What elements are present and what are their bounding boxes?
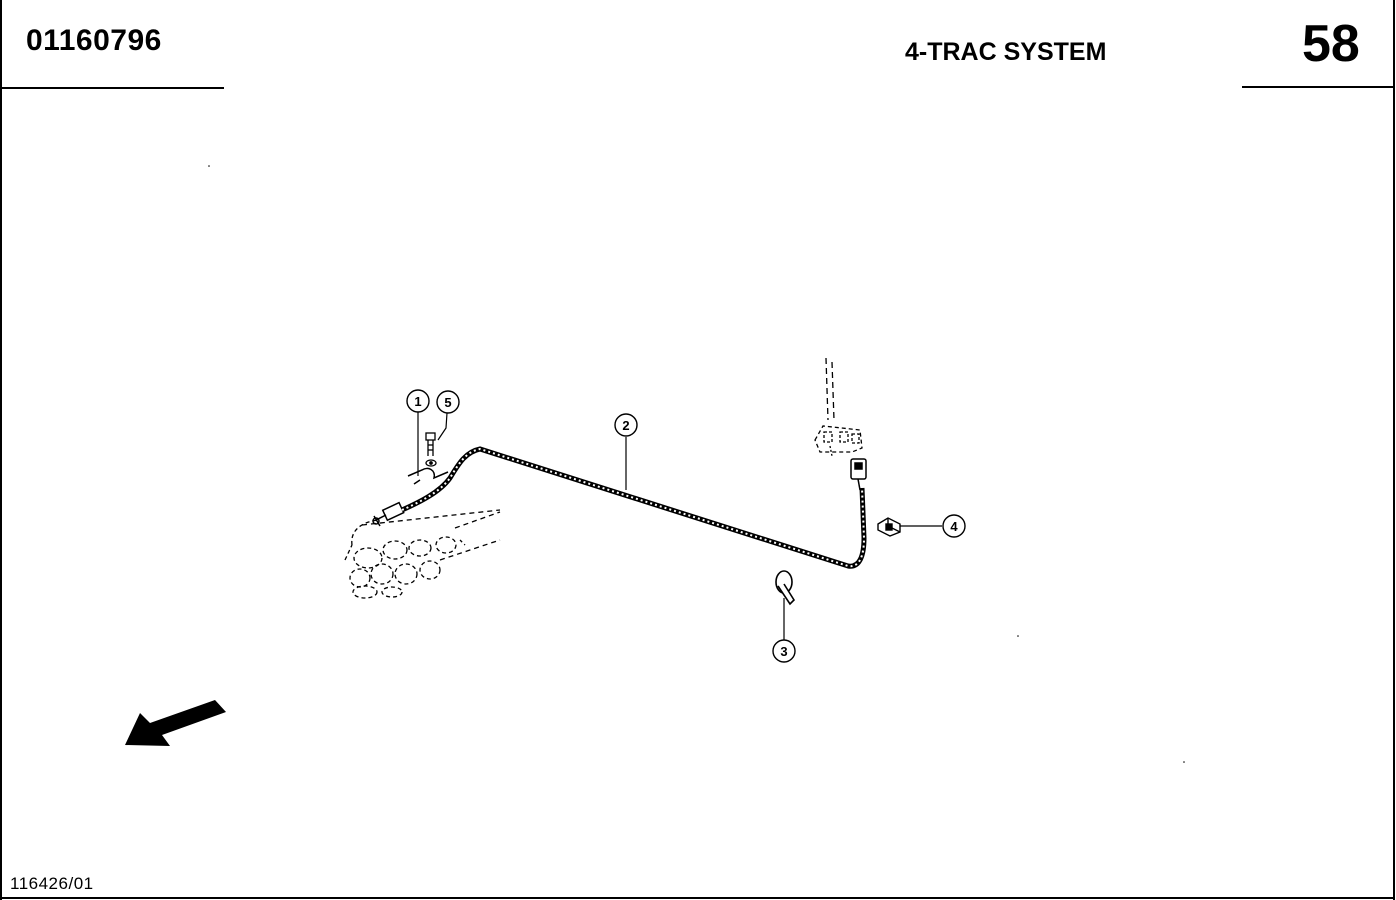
svg-text:1: 1 — [414, 394, 421, 409]
direction-arrow-icon — [125, 700, 226, 746]
pressure-sensor — [372, 501, 405, 527]
page-number: 58 — [1302, 15, 1360, 73]
svg-text:3: 3 — [780, 644, 787, 659]
harness-clamp — [407, 467, 449, 485]
callout-1: 1 — [406, 389, 430, 413]
scan-specks — [208, 165, 1185, 763]
document-number: 01160796 — [26, 24, 162, 57]
mating-connector — [814, 357, 863, 457]
section-title: 4-TRAC SYSTEM — [905, 38, 1107, 66]
valve-block — [344, 509, 501, 599]
harness-connector — [850, 458, 867, 491]
drawing-reference: 116426/01 — [10, 874, 94, 893]
svg-text:5: 5 — [444, 395, 451, 410]
mounting-bolt — [425, 432, 437, 467]
svg-text:2: 2 — [622, 418, 629, 433]
cable-clip — [877, 517, 901, 537]
callout-3: 3 — [772, 639, 796, 663]
callout-2: 2 — [614, 413, 638, 437]
wiring-harness — [400, 446, 867, 569]
callout-4: 4 — [942, 514, 966, 538]
svg-text:4: 4 — [950, 519, 958, 534]
cable-tie — [775, 570, 796, 606]
leader-lines — [417, 412, 942, 640]
callout-5: 5 — [436, 390, 460, 414]
